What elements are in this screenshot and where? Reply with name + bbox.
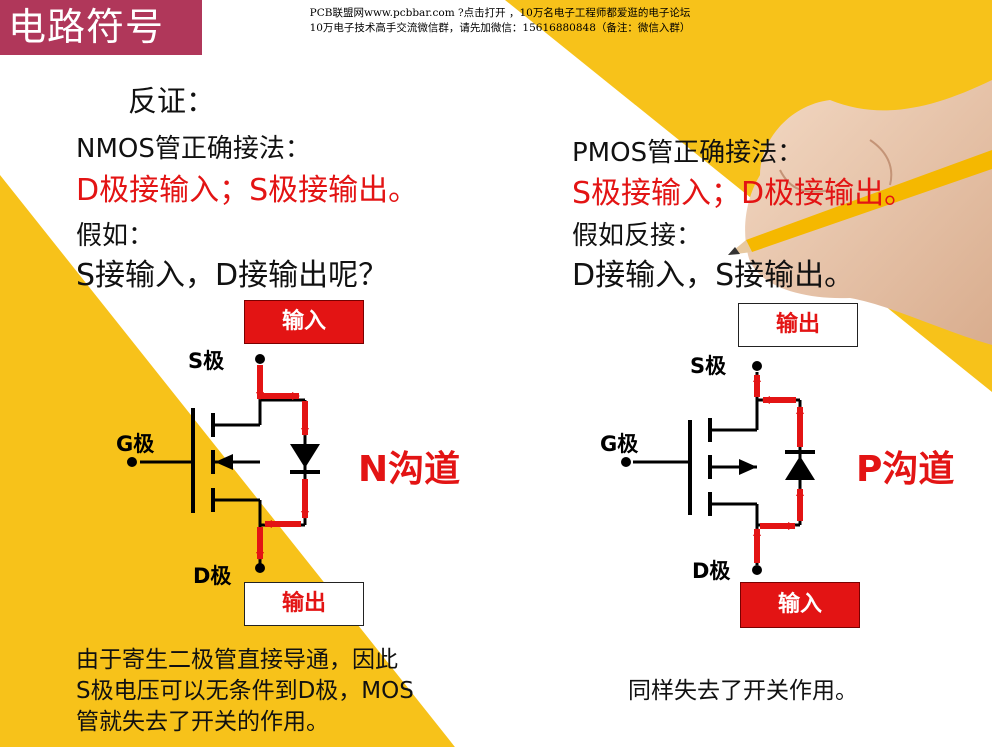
pmos-suppose-label: 假如反接： xyxy=(572,221,703,251)
nmos-s-label: S极 xyxy=(188,349,225,373)
nmos-g-label: G极 xyxy=(116,432,155,456)
promo-banner-line2: 10万电子技术高手交流微信群，请先加微信：15616880848（备注：微信入群… xyxy=(309,22,691,34)
pmos-symbol xyxy=(621,361,815,575)
nmos-output-box: 输出 xyxy=(244,582,364,626)
nmos-note-line1: 由于寄生二极管直接导通，因此 xyxy=(76,647,398,673)
pmos-correct-label: PMOS管正确接法： xyxy=(572,138,804,168)
nmos-d-label: D极 xyxy=(193,564,232,588)
nmos-input-box: 输入 xyxy=(244,300,364,344)
nmos-channel-label: N沟道 xyxy=(358,449,461,490)
pmos-note: 同样失去了开关作用。 xyxy=(628,678,858,704)
section-heading: 反证： xyxy=(128,84,216,118)
pmos-input-box: 输入 xyxy=(740,582,860,628)
nmos-correct-rule: D极接输入；S极接输出。 xyxy=(76,173,419,208)
nmos-note: 由于寄生二极管直接导通，因此 S极电压可以无条件到D极，MOS 管就失去了开关的… xyxy=(76,645,414,738)
pmos-current-path xyxy=(753,374,804,563)
pmos-correct-rule: S极接输入；D极接输出。 xyxy=(572,176,915,211)
nmos-suppose-text: S接输入，D接输出呢？ xyxy=(76,258,389,293)
pmos-output-box: 输出 xyxy=(738,303,858,347)
hand-pencil-illustration xyxy=(728,80,992,345)
promo-banner: PCB联盟网www.pcbbar.com ?点击打开 ，10万名电子工程师都爱逛… xyxy=(270,6,730,36)
nmos-note-line2: S极电压可以无条件到D极，MOS xyxy=(76,678,414,704)
nmos-correct-label: NMOS管正确接法： xyxy=(76,134,311,164)
pmos-g-label: G极 xyxy=(600,432,639,456)
pmos-s-label: S极 xyxy=(690,354,727,378)
pmos-channel-label: P沟道 xyxy=(856,449,955,490)
nmos-note-line3: 管就失去了开关的作用。 xyxy=(76,709,329,735)
pmos-d-label: D极 xyxy=(692,559,731,583)
pmos-suppose-text: D接输入，S接输出。 xyxy=(572,258,855,293)
promo-banner-line1[interactable]: PCB联盟网www.pcbbar.com ?点击打开 ，10万名电子工程师都爱逛… xyxy=(309,7,691,19)
nmos-current-path xyxy=(256,365,309,560)
slide-title: 电路符号 xyxy=(0,0,202,55)
nmos-suppose-label: 假如： xyxy=(76,221,155,251)
